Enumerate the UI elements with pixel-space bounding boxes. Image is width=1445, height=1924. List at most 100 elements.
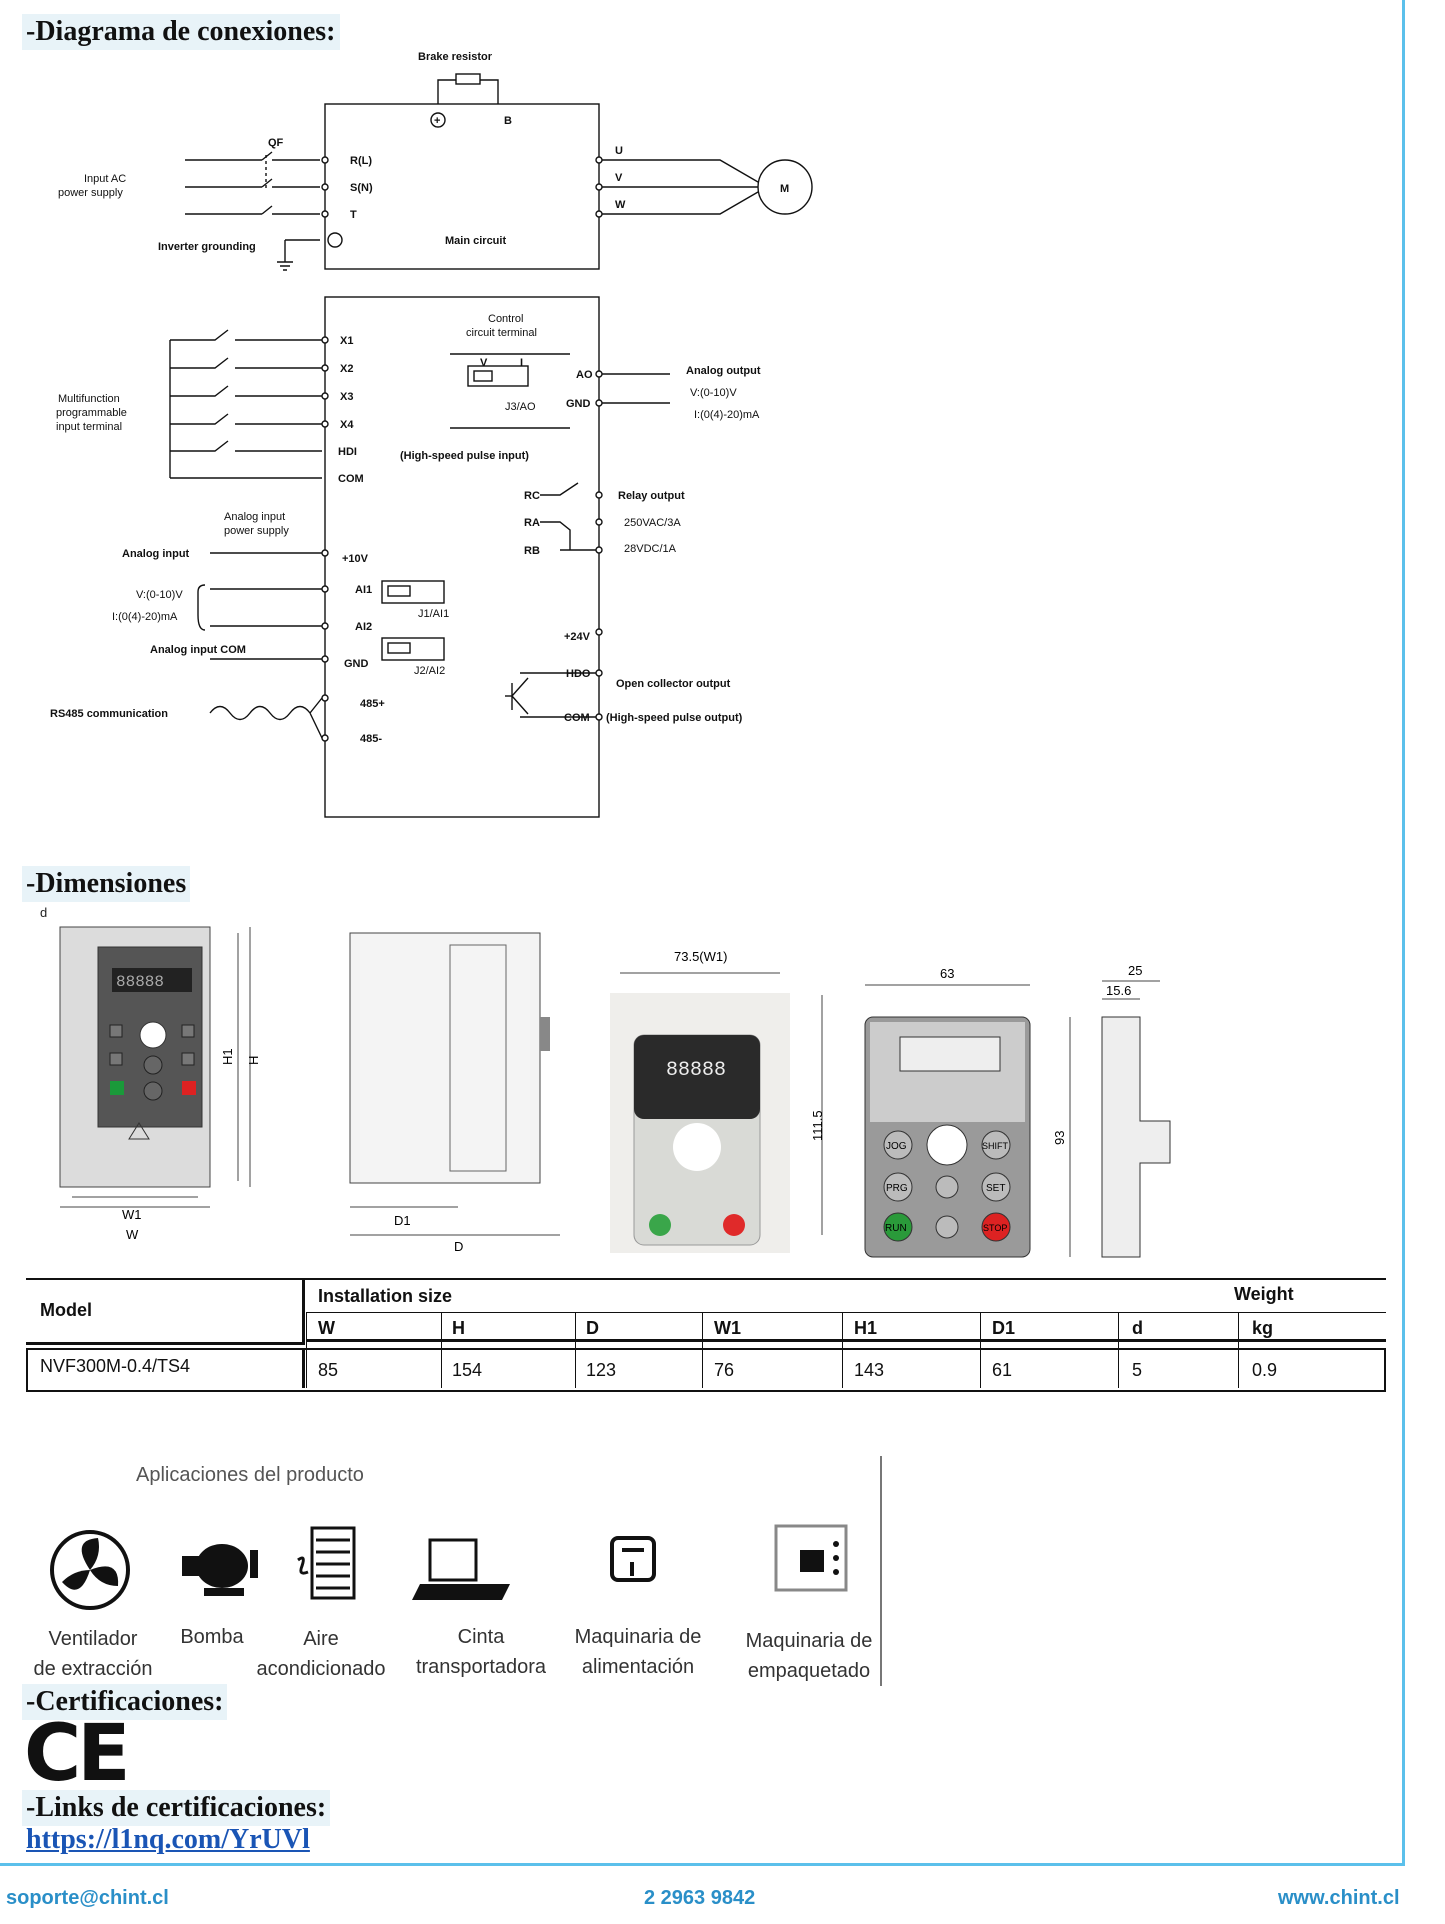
app-conveyor: Cinta transportadora	[406, 1622, 556, 1682]
wiring-heading: -Diagrama de conexiones:	[22, 14, 340, 50]
ai1-label: AI1	[355, 584, 372, 596]
footer-email[interactable]: soporte@chint.cl	[6, 1887, 169, 1909]
keypad-photo: 88888 73.5(W1) 111.5	[610, 949, 825, 1253]
s-label: S(N)	[350, 182, 373, 194]
control-terminal-label-1: Control	[488, 313, 523, 325]
app-pump: Bomba	[162, 1622, 262, 1652]
app-packaging-line2: empaquetado	[747, 1660, 871, 1682]
col-dd: d	[1132, 1318, 1143, 1338]
x3-label: X3	[340, 391, 353, 403]
u-label: U	[615, 145, 623, 157]
high-speed-pulse-input-label: (High-speed pulse input)	[400, 450, 529, 462]
side-profile-drawing: 25 15.6	[1101, 963, 1171, 1258]
value-d1: 61	[992, 1360, 1013, 1380]
conveyor-icon	[412, 1538, 510, 1600]
hdo-label: HDO	[566, 668, 591, 680]
high-speed-pulse-output-label: (High-speed pulse output)	[606, 712, 743, 724]
dimension-drawings: d 88888 W1 W H1 H D1 D	[40, 905, 1171, 1258]
analog-input-com-label: Analog input COM	[150, 644, 246, 656]
relay-dc-label: 28VDC/1A	[624, 543, 677, 555]
keypad-width-label: 73.5(W1)	[674, 949, 727, 964]
panel-height-label: 93	[1052, 1131, 1067, 1145]
panel-drawing: JOG PRG RUN SHIFT SET STOP 63 93	[864, 966, 1071, 1258]
ao-label: AO	[576, 369, 593, 381]
model-header: Model	[40, 1300, 92, 1320]
j3ao-label: J3/AO	[505, 401, 536, 413]
v-label: V	[615, 172, 623, 184]
ai-i-label: I:(0(4)-20)mA	[112, 611, 178, 623]
shift-key: SHIFT	[982, 1141, 1009, 1151]
side-156-label: 15.6	[1106, 983, 1131, 998]
pump-icon	[182, 1544, 258, 1596]
analog-output-label: Analog output	[686, 365, 761, 377]
wiring-diagram: Brake resistor + B QF Input AC power sup…	[50, 51, 813, 818]
footer-website[interactable]: www.chint.cl	[1278, 1887, 1400, 1909]
value-h: 154	[452, 1360, 483, 1380]
analog-output-v-label: V:(0-10)V	[690, 387, 737, 399]
app-packaging: Maquinaria de empaquetado	[734, 1626, 884, 1686]
plus-label: +	[434, 115, 440, 127]
installation-size-header: Installation size	[318, 1286, 453, 1306]
gnd-label: GND	[566, 398, 591, 410]
plus10v-label: +10V	[342, 553, 369, 565]
col-w1: W1	[714, 1318, 741, 1338]
w-label: W	[615, 199, 626, 211]
analog-input-power-label-1: Analog input	[224, 511, 285, 523]
front-view-drawing: 88888 W1 W H1 H	[59, 926, 261, 1242]
set-key: SET	[986, 1183, 1005, 1194]
stop-key: STOP	[983, 1223, 1007, 1233]
x4-label: X4	[340, 419, 354, 431]
ai2-label: AI2	[355, 621, 372, 633]
analog-input-power-label-2: power supply	[224, 525, 289, 537]
ai-v-label: V:(0-10)V	[136, 589, 183, 601]
brake-resistor-label: Brake resistor	[418, 51, 493, 63]
dim-dd-label: D	[454, 1239, 463, 1254]
plus24v-label: +24V	[564, 631, 591, 643]
value-d: 123	[586, 1360, 617, 1380]
keypad-display: 88888	[666, 1059, 726, 1082]
gnd2-label: GND	[344, 658, 369, 670]
rs485p-label: 485+	[360, 698, 385, 710]
multifunction-label-3: input terminal	[56, 421, 122, 433]
x1-label: X1	[340, 335, 353, 347]
app-food-line2: alimentación	[581, 1656, 695, 1678]
app-air-line1: Aire	[303, 1628, 339, 1650]
jog-key: JOG	[886, 1141, 907, 1152]
qf-label: QF	[268, 137, 284, 149]
app-pump-line1: Bomba	[180, 1626, 244, 1648]
side-25-label: 25	[1128, 963, 1142, 978]
value-w: 85	[318, 1360, 339, 1380]
open-collector-label: Open collector output	[616, 678, 731, 690]
dim-h-label: H	[246, 1056, 261, 1065]
weight-header: Weight	[1234, 1284, 1294, 1304]
main-circuit-label: Main circuit	[445, 235, 506, 247]
page-frame	[0, 0, 1405, 1866]
food-machinery-icon	[610, 1536, 656, 1582]
hdi-label: HDI	[338, 446, 357, 458]
value-w1: 76	[714, 1360, 735, 1380]
dimensions-heading: -Dimensiones	[22, 866, 191, 902]
dim-h1-label: H1	[220, 1048, 235, 1065]
x2-label: X2	[340, 363, 353, 375]
j2ai2-label: J2/AI2	[414, 665, 445, 677]
cert-link[interactable]: https://l1nq.com/YrUVl	[26, 1824, 310, 1855]
app-fan-line1: Ventilador	[48, 1628, 138, 1650]
packaging-machinery-icon	[774, 1524, 848, 1592]
power-supply-label: power supply	[58, 187, 123, 199]
rb-label: RB	[524, 545, 540, 557]
ra-label: RA	[524, 517, 540, 529]
dim-d1-label: D1	[394, 1213, 411, 1228]
col-h: H	[452, 1318, 465, 1338]
col-d1: D1	[992, 1318, 1016, 1338]
rc-label: RC	[524, 490, 540, 502]
col-kg: kg	[1252, 1318, 1274, 1338]
certifications-heading: -Certificaciones:	[22, 1684, 228, 1720]
app-fan: Ventilador de extracción	[18, 1624, 168, 1684]
footer-phone[interactable]: 2 2963 9842	[644, 1887, 756, 1909]
j3-i-label: I	[520, 357, 523, 369]
dim-w1-label: W1	[122, 1207, 142, 1222]
r-label: R(L)	[350, 155, 372, 167]
front-display: 88888	[116, 973, 164, 991]
multifunction-label-2: programmable	[56, 407, 127, 419]
app-air: Aire acondicionado	[250, 1624, 392, 1684]
